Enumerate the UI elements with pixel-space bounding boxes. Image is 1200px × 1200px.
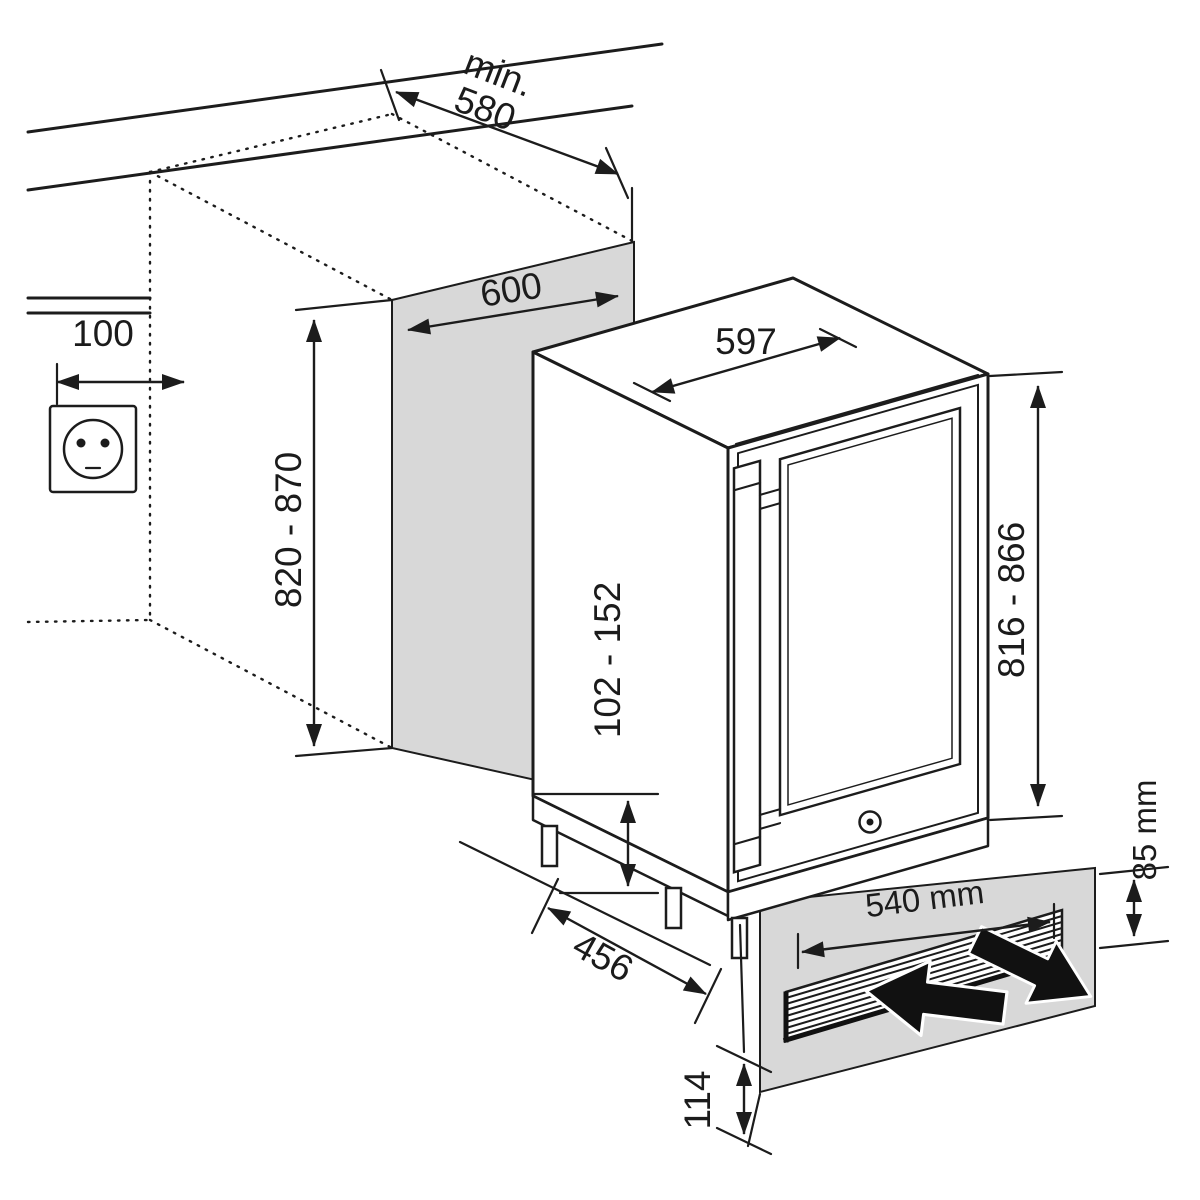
dim-plinth-depth: 114 bbox=[677, 923, 773, 1156]
extension-line bbox=[1098, 865, 1170, 876]
dim-appliance-width: 597 bbox=[632, 321, 858, 403]
dimension-label: 820 - 870 bbox=[268, 452, 309, 608]
door-handle bbox=[732, 459, 762, 874]
handle-mount bbox=[758, 502, 782, 511]
niche-bottom-depth-edge-dotted bbox=[148, 618, 394, 750]
niche-top-depth-edge-dotted bbox=[148, 170, 394, 302]
extension-line bbox=[294, 746, 394, 758]
extension-line bbox=[1098, 939, 1170, 950]
socket-pin bbox=[100, 438, 110, 448]
appliance-foot bbox=[540, 824, 559, 868]
floor-edge-dotted bbox=[26, 618, 152, 624]
extension-line bbox=[379, 68, 401, 122]
dimension-label: 114 bbox=[677, 1071, 718, 1130]
appliance-front-base bbox=[726, 816, 990, 922]
dimension-line bbox=[395, 90, 619, 176]
extension-line bbox=[693, 967, 723, 1025]
extension-tick bbox=[715, 1044, 773, 1074]
worktop-top-edge bbox=[26, 42, 664, 134]
niche-right-top-edge-dotted bbox=[390, 112, 636, 244]
handle-mount bbox=[758, 488, 782, 497]
socket-outline bbox=[62, 418, 124, 480]
dimension-label: 100 bbox=[72, 313, 134, 354]
door-lock-keyhole bbox=[866, 818, 874, 826]
power-socket bbox=[48, 404, 138, 494]
socket-pin bbox=[76, 438, 86, 448]
dim-depth-clearance: 456 bbox=[530, 877, 723, 1025]
dimension-label: 600 bbox=[477, 265, 544, 315]
door-details bbox=[732, 383, 979, 883]
dimension-line bbox=[651, 336, 841, 394]
dimension-line bbox=[801, 916, 1051, 958]
dim-plinth-height: 102 - 152 bbox=[531, 582, 660, 895]
dimension-label: 597 bbox=[715, 321, 777, 362]
appliance bbox=[531, 276, 990, 960]
handle-mount bbox=[758, 822, 782, 831]
niche-back-top-edge-dotted bbox=[148, 112, 394, 174]
dim-niche-width: 600 bbox=[407, 265, 619, 335]
wall-lines bbox=[26, 42, 664, 192]
dimension-label: 85 mm bbox=[1126, 780, 1163, 881]
door-top-edge bbox=[734, 373, 980, 446]
dimension-label: 102 - 152 bbox=[587, 582, 628, 738]
extension-line bbox=[294, 298, 394, 312]
handle-cap bbox=[732, 481, 762, 492]
dimension-line bbox=[547, 906, 707, 996]
dimension-label: 456 bbox=[566, 924, 640, 990]
handle-mount bbox=[758, 808, 782, 817]
handle-cap bbox=[732, 835, 762, 846]
extension-tick bbox=[715, 1126, 773, 1156]
extension-line bbox=[738, 923, 746, 1054]
door-glass-inner bbox=[787, 417, 953, 806]
dim-vent-height: 85 mm bbox=[1098, 780, 1170, 950]
dimension-label: 816 - 866 bbox=[991, 522, 1032, 678]
dim-socket-offset: 100 bbox=[55, 313, 185, 406]
extension-line bbox=[530, 877, 560, 935]
dim-appliance-height: 816 - 866 bbox=[988, 370, 1064, 822]
extension-line bbox=[988, 814, 1064, 822]
appliance-foot bbox=[664, 886, 683, 930]
door-glass bbox=[778, 406, 962, 817]
airflow-in-arrow bbox=[864, 959, 1009, 1038]
dim-niche-height: 820 - 870 bbox=[268, 298, 394, 758]
dimension-line bbox=[407, 291, 619, 335]
extension-line bbox=[988, 370, 1064, 378]
extension-line bbox=[746, 1092, 762, 1148]
